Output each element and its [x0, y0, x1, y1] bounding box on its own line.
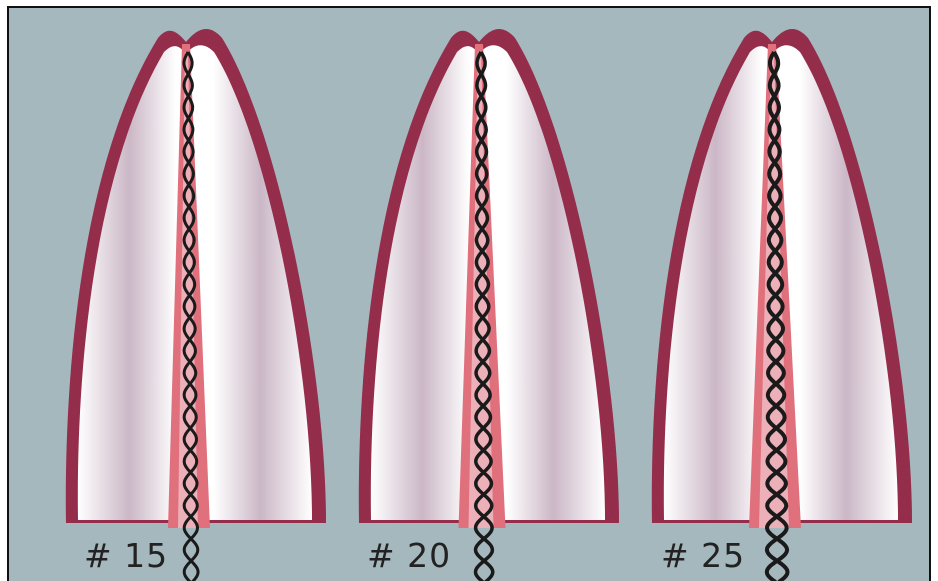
tooth-root-15	[66, 29, 326, 581]
illustration-frame: # 15 # 20 # 25	[7, 6, 931, 581]
tooth-root-25	[652, 29, 912, 581]
file-size-label-25: # 25	[661, 536, 745, 575]
file-size-label-15: # 15	[84, 536, 168, 575]
file-size-label-20: # 20	[367, 536, 451, 575]
tooth-root-20	[359, 29, 619, 581]
root-canal-illustration	[9, 8, 931, 581]
